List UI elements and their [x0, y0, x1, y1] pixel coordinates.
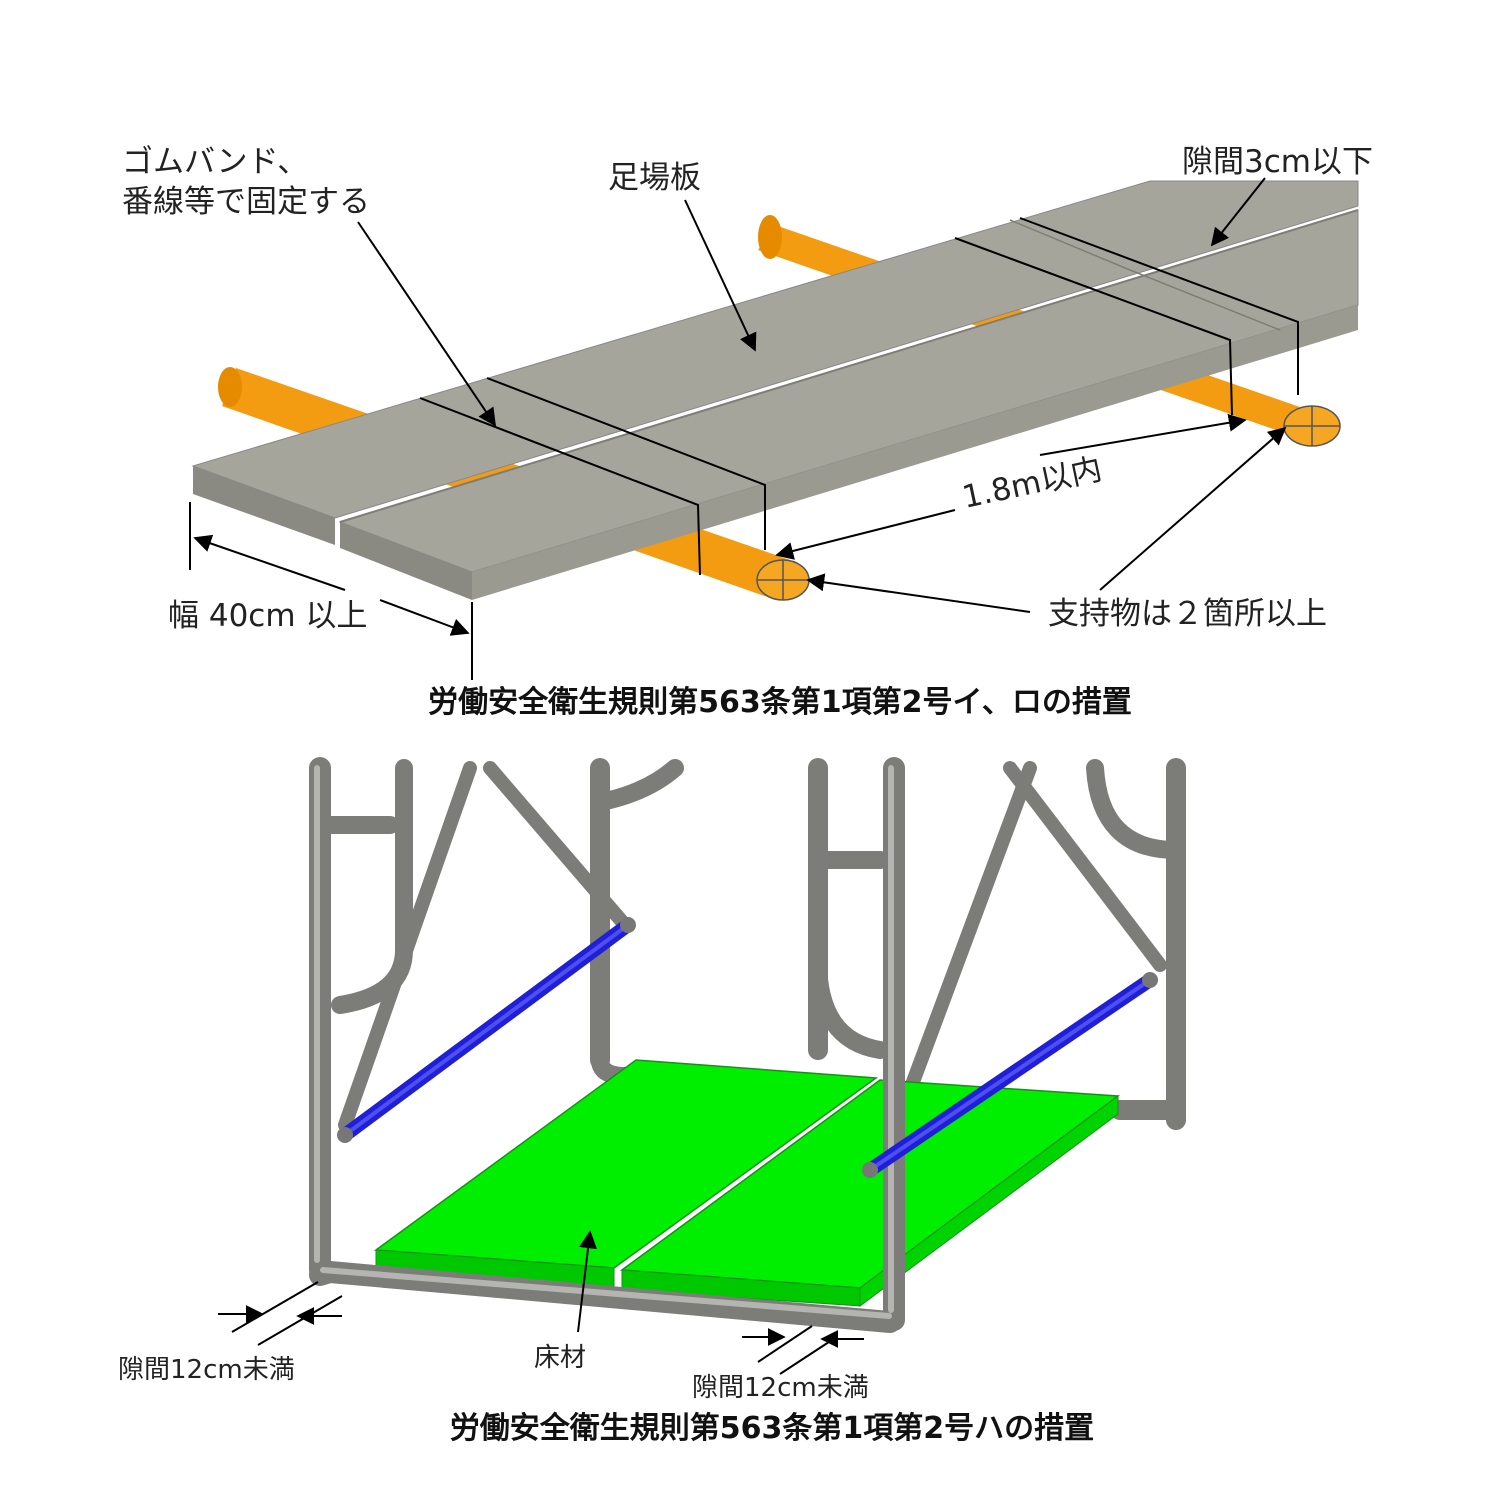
- gap-mark-right: [742, 1325, 864, 1375]
- lower-diagram: 隙間12cm未満 床材 隙間12cm未満 労働安全衛生規則第563条第1項第2号…: [118, 757, 1186, 1446]
- upper-diagram: ゴムバンド、 番線等で固定する 足場板 隙間3cm以下 1.8m以内 支持物は２…: [122, 144, 1373, 720]
- width-label: 幅 40cm 以上: [168, 598, 367, 634]
- binding-band-front: [419, 377, 766, 576]
- brace-left: [337, 917, 636, 1143]
- upper-caption: 労働安全衛生規則第563条第1項第2号イ、ロの措置: [428, 685, 1132, 720]
- floor-label: 床材: [534, 1343, 586, 1373]
- fix-label: 番線等で固定する: [122, 184, 370, 220]
- lower-caption: 労働安全衛生規則第563条第1項第2号ハの措置: [450, 1411, 1094, 1446]
- band-label: ゴムバンド、: [122, 144, 308, 180]
- gap-mark-left: [218, 1281, 343, 1346]
- gap-top-label: 隙間3cm以下: [1182, 144, 1373, 180]
- gap-right-label: 隙間12cm未満: [692, 1373, 869, 1403]
- supports-label: 支持物は２箇所以上: [1048, 596, 1327, 632]
- scaffold-board-left: [191, 180, 1359, 545]
- scaffold-board-right: [338, 209, 1359, 600]
- frame-front: [309, 757, 905, 1333]
- gap-left-label: 隙間12cm未満: [118, 1355, 295, 1385]
- binding-band-back: [954, 217, 1299, 416]
- floor-panels: [373, 1059, 1121, 1307]
- board-label: 足場板: [608, 160, 701, 196]
- span-label: 1.8m以内: [959, 451, 1105, 516]
- brace-right: [862, 972, 1158, 1178]
- frame-back: [590, 758, 1186, 1130]
